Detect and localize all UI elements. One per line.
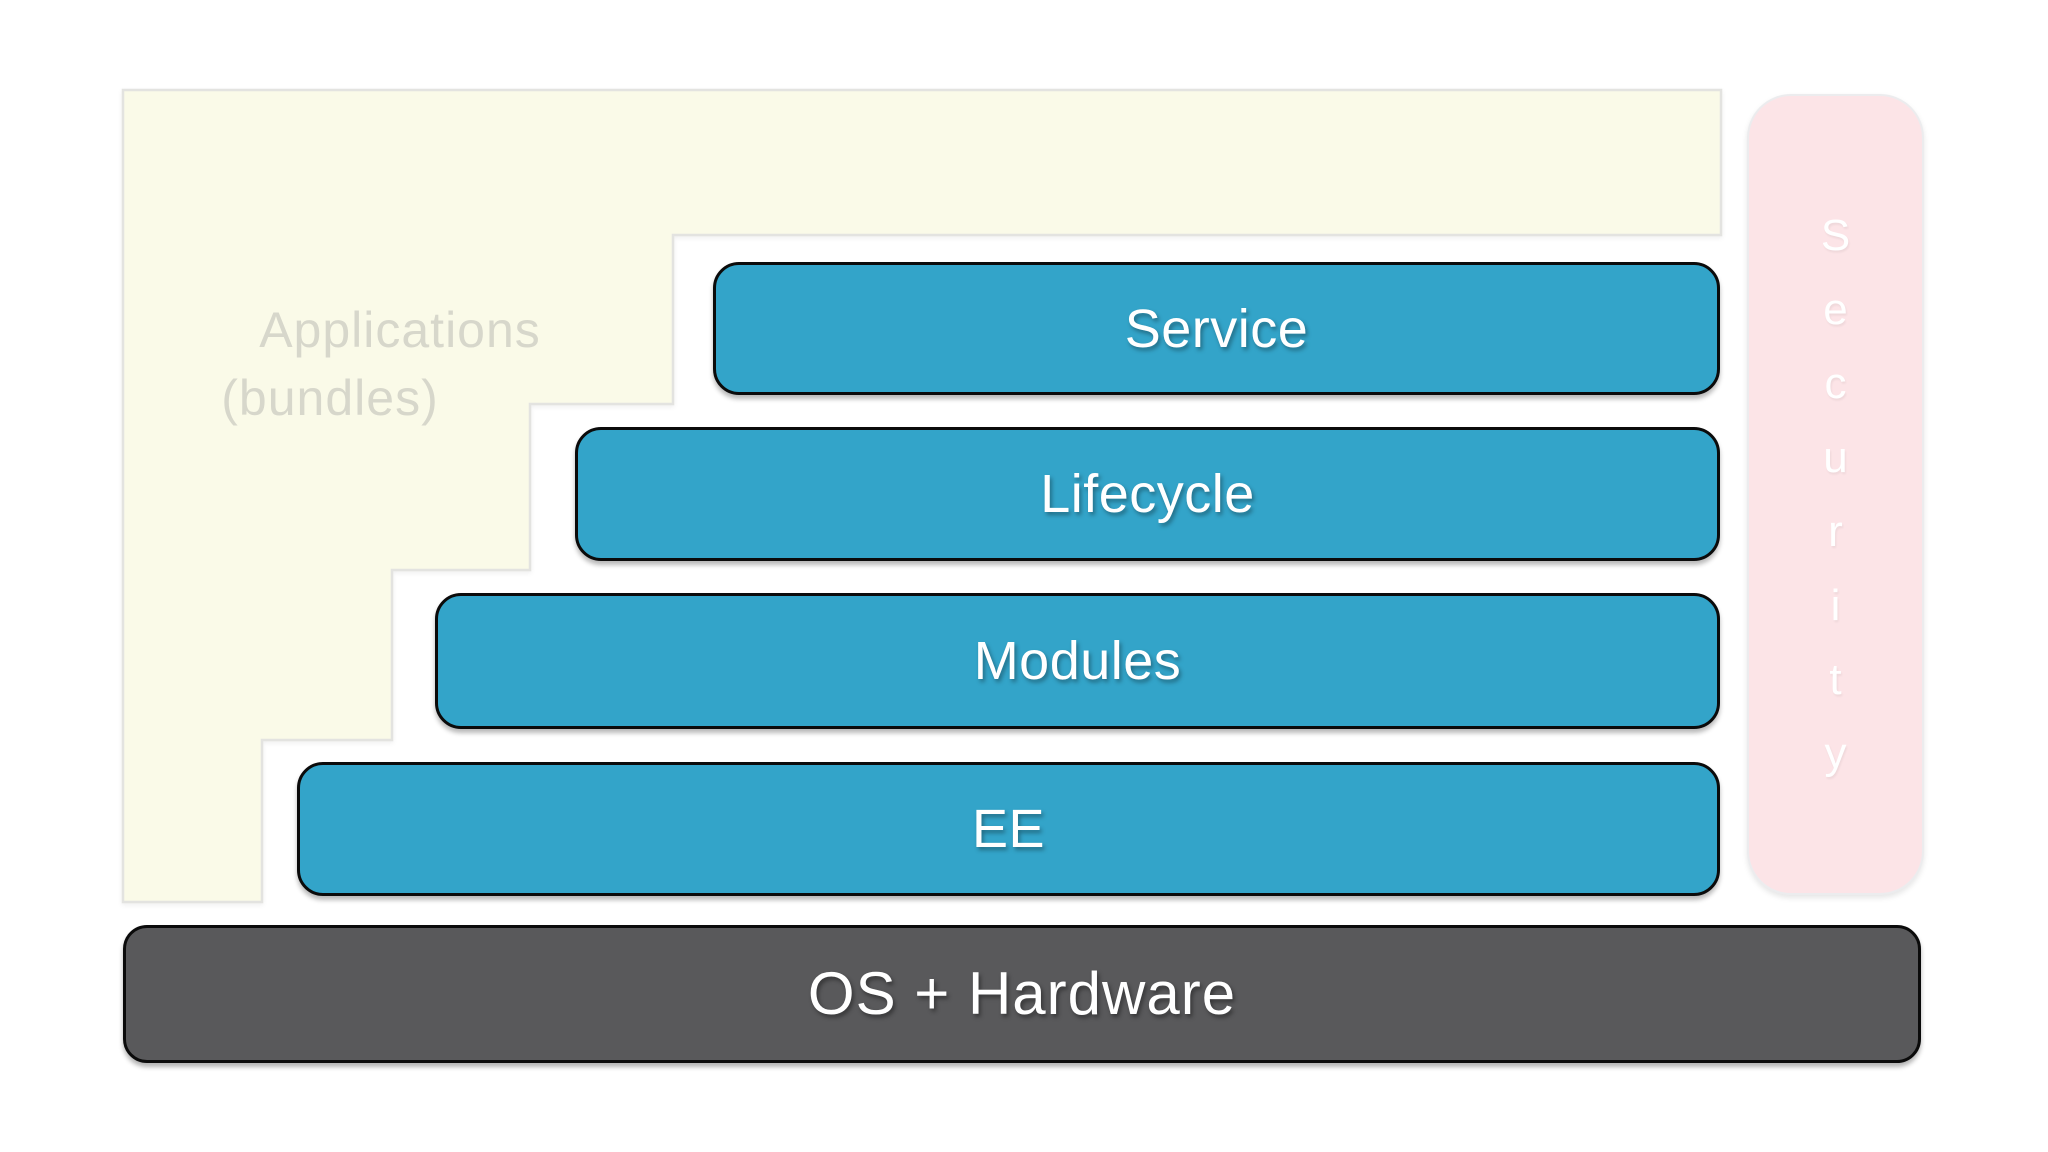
security-letter: i (1830, 580, 1841, 630)
applications-staircase-shape (121, 88, 1723, 904)
layer-service-label: Service (1124, 298, 1309, 359)
security-letter: t (1829, 654, 1842, 704)
os-hardware-bar: OS + Hardware (123, 925, 1921, 1063)
layer-service: Service (713, 262, 1720, 395)
security-letter: u (1823, 432, 1848, 482)
layer-modules-label: Modules (973, 631, 1182, 691)
security-letter: r (1828, 506, 1843, 556)
applications-label-line1: Applications (259, 302, 541, 358)
layer-modules: Modules (435, 593, 1720, 729)
security-letter: c (1824, 358, 1847, 408)
security-letter: S (1820, 210, 1851, 260)
layer-ee-label: EE (971, 799, 1046, 859)
security-letter: e (1823, 284, 1848, 334)
layer-ee: EE (297, 762, 1720, 896)
layer-lifecycle-label: Lifecycle (1040, 464, 1255, 524)
security-letter: y (1824, 728, 1847, 778)
applications-region: Applications (bundles) (121, 88, 1723, 904)
security-bar: S e c u r i t y (1747, 94, 1924, 895)
layer-lifecycle: Lifecycle (575, 427, 1720, 561)
applications-label-line2: (bundles) (221, 370, 439, 426)
os-hardware-label: OS + Hardware (807, 960, 1237, 1027)
